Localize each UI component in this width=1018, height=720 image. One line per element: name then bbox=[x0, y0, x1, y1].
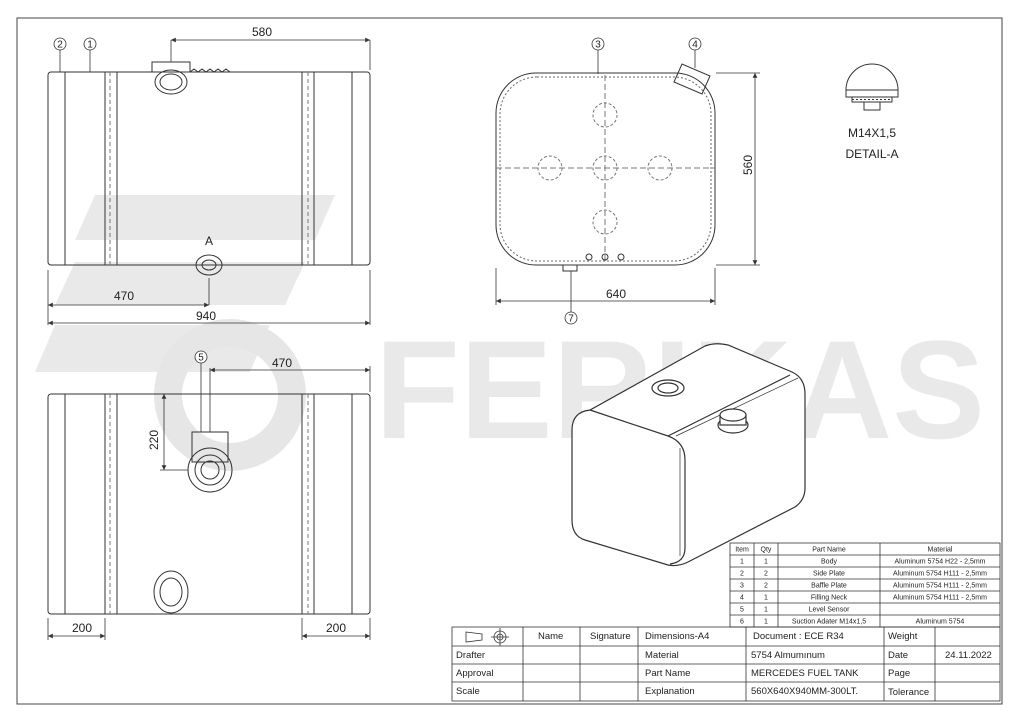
tb-drafter: Drafter bbox=[456, 650, 485, 661]
dim-640: 640 bbox=[606, 287, 626, 301]
tb-partname-value: MERCEDES FUEL TANK bbox=[751, 668, 859, 679]
dim-470-plan: 470 bbox=[272, 356, 292, 370]
parts-row-6-item: 6 bbox=[740, 619, 744, 626]
tb-explanation-label: Explanation bbox=[645, 686, 695, 697]
dim-200-right: 200 bbox=[326, 621, 346, 635]
parts-header-qty: Qty bbox=[761, 547, 772, 554]
tb-weight: Weight bbox=[888, 631, 918, 642]
parts-row-5-item: 5 bbox=[740, 607, 744, 614]
tb-page-label: Page bbox=[888, 668, 910, 679]
tb-document: Document : ECE R34 bbox=[753, 631, 844, 642]
detail-label: DETAIL-A bbox=[845, 147, 898, 161]
parts-row-4-material: Aluminum 5754 H111 - 2,5mm bbox=[893, 595, 987, 602]
callout-5-circle bbox=[194, 350, 208, 364]
tb-scale: Scale bbox=[456, 686, 480, 697]
title-block-text: Name Signature Dimensions-A4 Document : … bbox=[456, 631, 992, 698]
tb-signature-header: Signature bbox=[590, 631, 631, 642]
dim-940: 940 bbox=[196, 309, 216, 323]
parts-row-4-name: Filling Neck bbox=[811, 595, 848, 602]
tb-explanation-value: 560X640X940MM-300LT. bbox=[751, 686, 858, 697]
parts-header-partname: Part Name bbox=[812, 547, 846, 554]
parts-row-5-qty: 1 bbox=[764, 607, 768, 614]
front-view bbox=[495, 63, 716, 272]
detail-a-part bbox=[845, 63, 899, 111]
detail-thread: M14X1,5 bbox=[848, 126, 896, 140]
callout-2-circle bbox=[53, 37, 67, 51]
parts-row-3-material: Aluminum 5754 H111 - 2,5mm bbox=[893, 583, 987, 590]
callout-4-circle bbox=[688, 37, 702, 51]
tb-material-label: Material bbox=[645, 650, 679, 661]
dim-200-left: 200 bbox=[72, 621, 92, 635]
tb-date-label: Date bbox=[888, 650, 908, 661]
callout-3-circle bbox=[591, 37, 605, 51]
drawing-border bbox=[16, 17, 1003, 705]
tb-date-value: 24.11.2022 bbox=[945, 650, 992, 661]
dim-580: 580 bbox=[252, 25, 272, 39]
watermark-logo bbox=[35, 195, 335, 471]
parts-row-6-qty: 1 bbox=[764, 619, 768, 626]
dim-220: 220 bbox=[147, 430, 161, 450]
tb-dimensions: Dimensions-A4 bbox=[645, 631, 709, 642]
parts-row-1-qty: 1 bbox=[764, 559, 768, 566]
callout-7-circle bbox=[564, 311, 578, 325]
parts-row-6-material: Aluminum 5754 bbox=[916, 619, 965, 626]
parts-header-material: Material bbox=[928, 547, 953, 554]
isometric-view bbox=[571, 343, 806, 567]
callout-1: 1 bbox=[87, 40, 93, 51]
parts-row-1-name: Body bbox=[821, 559, 837, 566]
side-view-dims bbox=[47, 37, 371, 326]
plan-view-dims bbox=[47, 363, 371, 640]
plan-view bbox=[47, 393, 371, 615]
dim-470-side: 470 bbox=[114, 289, 134, 303]
callout-5: 5 bbox=[198, 353, 204, 364]
parts-row-3-item: 3 bbox=[740, 583, 744, 590]
tb-approval: Approval bbox=[456, 668, 494, 679]
parts-table-text: Item Qty Part Name Material 1 1 Body Alu… bbox=[735, 547, 987, 626]
parts-header-item: Item bbox=[735, 547, 749, 554]
front-view-dims bbox=[495, 50, 760, 312]
tb-material-value: 5754 Almumınum bbox=[751, 650, 825, 661]
callout-4: 4 bbox=[692, 40, 698, 51]
parts-row-1-item: 1 bbox=[740, 559, 744, 566]
tb-tolerance: Tolerance bbox=[888, 687, 929, 698]
parts-row-4-item: 4 bbox=[740, 595, 744, 602]
callout-2: 2 bbox=[57, 40, 63, 51]
callout-7: 7 bbox=[568, 314, 574, 325]
parts-row-1-material: Aluminum 5754 H22 - 2,5mm bbox=[894, 559, 985, 566]
parts-row-4-qty: 1 bbox=[764, 595, 768, 602]
parts-row-6-name: Suction Adater M14x1,5 bbox=[792, 619, 866, 626]
parts-row-2-qty: 2 bbox=[764, 571, 768, 578]
detail-marker: A bbox=[205, 234, 213, 248]
dim-560: 560 bbox=[741, 155, 755, 175]
parts-row-2-material: Aluminum 5754 H111 - 2,5mm bbox=[893, 571, 987, 578]
parts-row-5-name: Level Sensor bbox=[809, 607, 851, 614]
tb-partname-label: Part Name bbox=[645, 668, 690, 679]
parts-row-2-item: 2 bbox=[740, 571, 744, 578]
side-view bbox=[47, 61, 371, 276]
title-block-grid bbox=[451, 626, 1001, 702]
projection-symbol-icon bbox=[465, 628, 509, 646]
parts-row-3-name: Baffle Plate bbox=[811, 583, 847, 590]
tb-name-header: Name bbox=[538, 631, 563, 642]
parts-row-2-name: Side Plate bbox=[813, 571, 845, 578]
callout-1-circle bbox=[83, 37, 97, 51]
callout-3: 3 bbox=[595, 40, 601, 51]
parts-row-3-qty: 2 bbox=[764, 583, 768, 590]
